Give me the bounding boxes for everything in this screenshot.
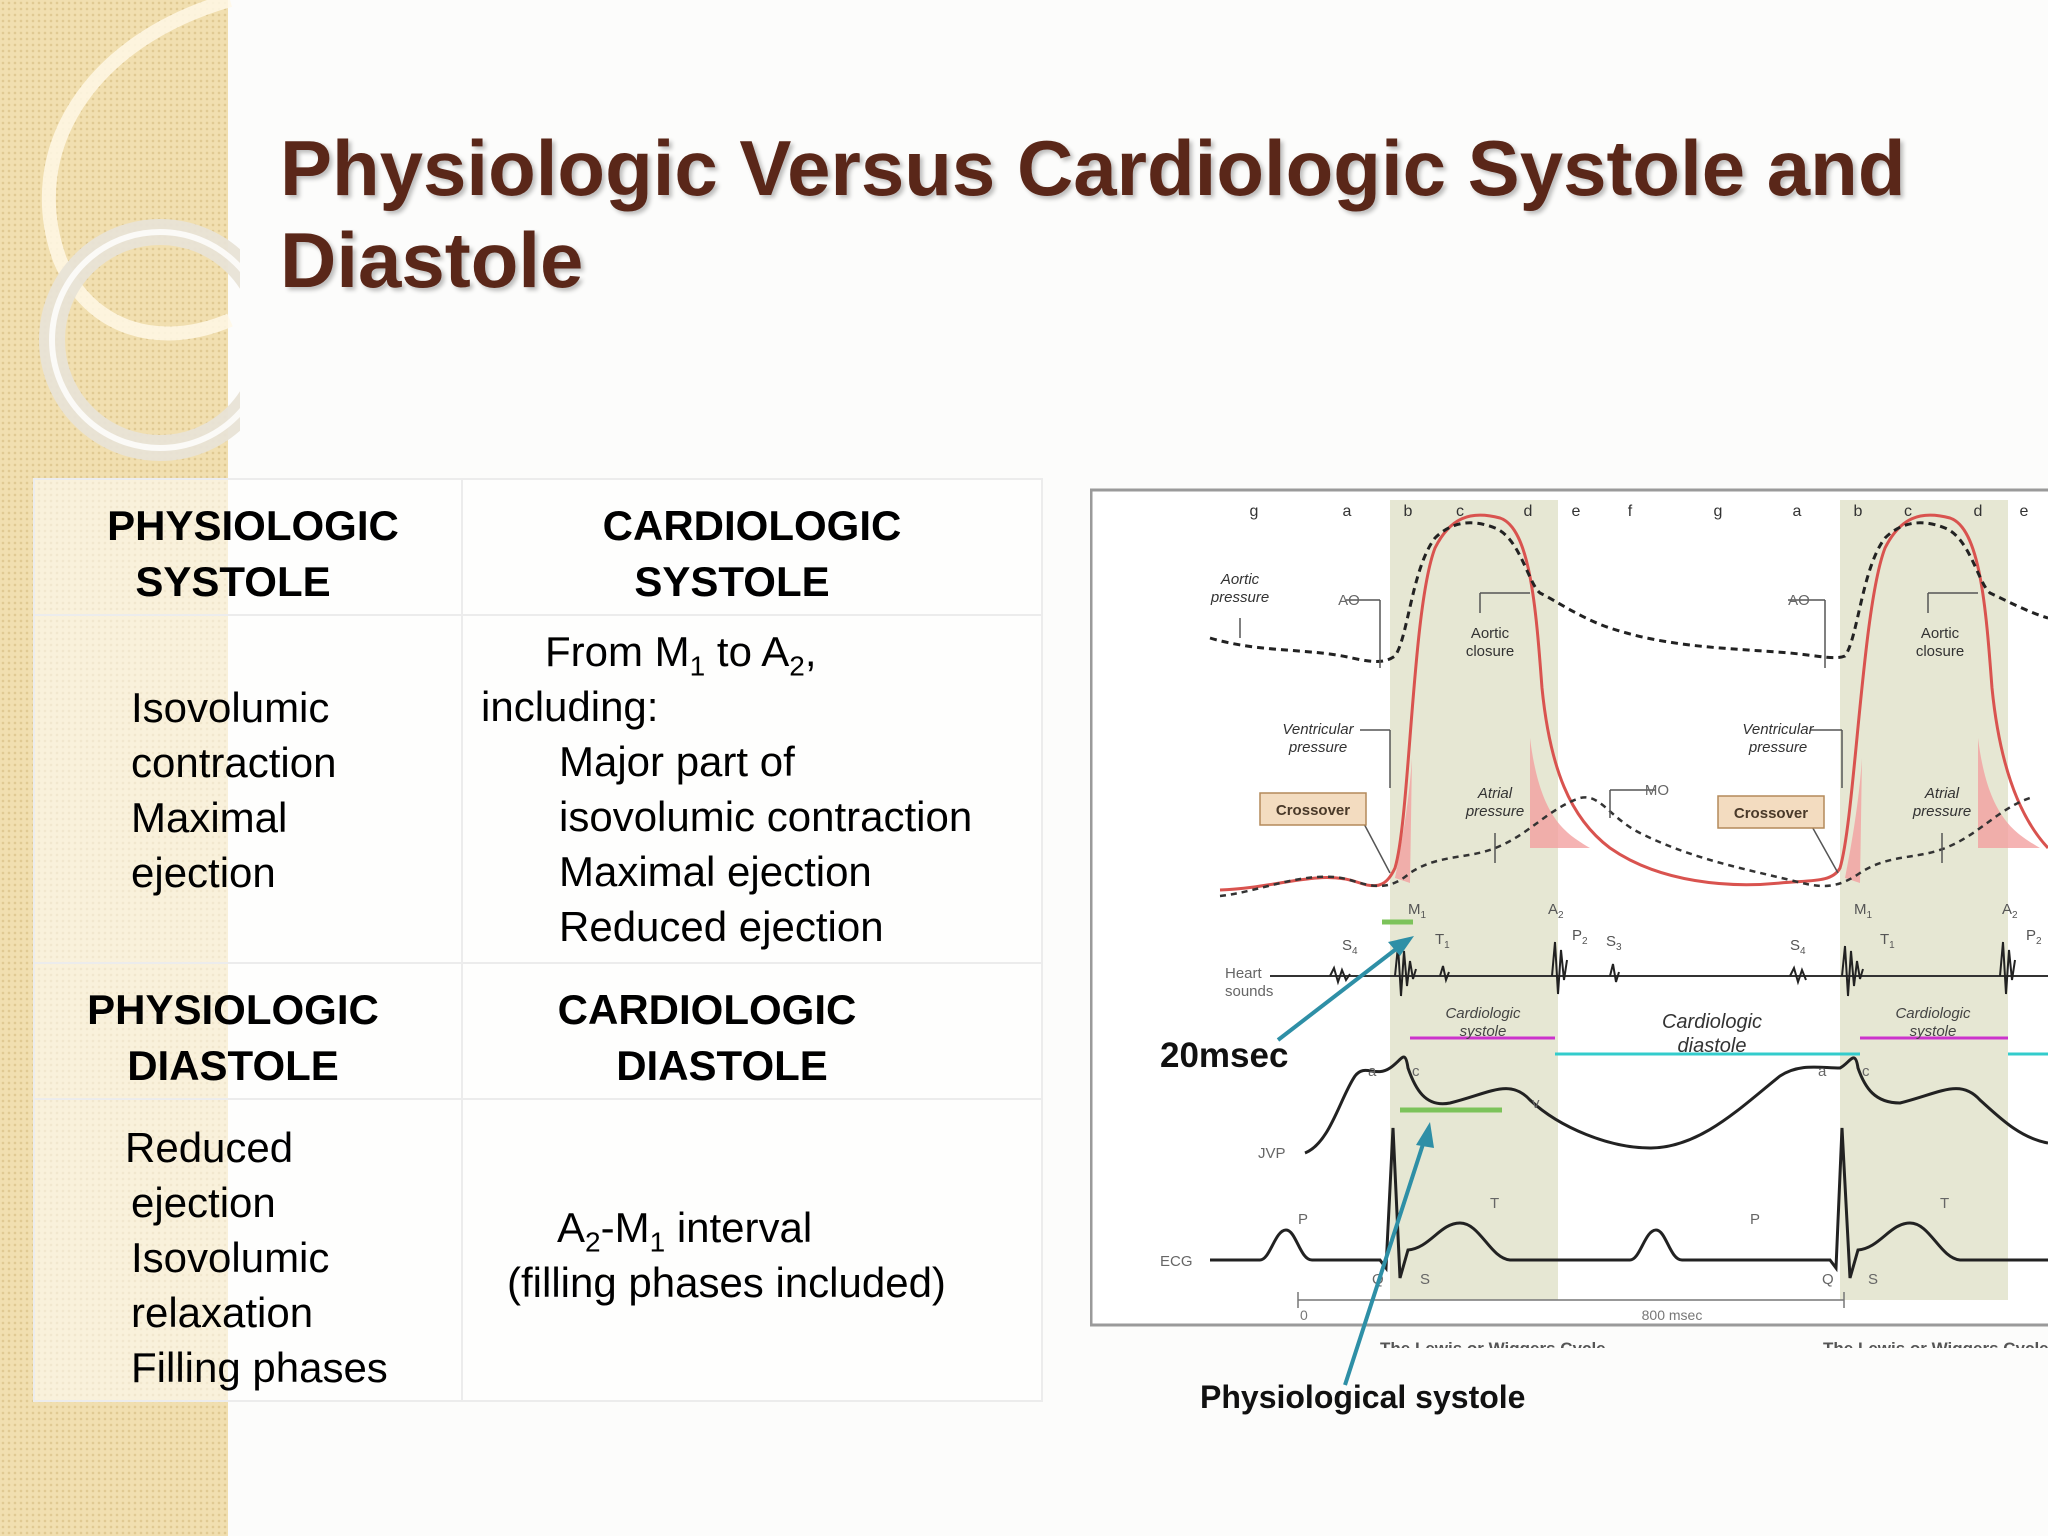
phase-letter: e bbox=[2020, 503, 2029, 520]
jvp-a-wave-2: a bbox=[1818, 1063, 1827, 1080]
table-header-row: PHYSIOLOGIC SYSTOLE CARDIOLOGIC SYSTOLE bbox=[33, 478, 1043, 616]
jvp-c-wave-2: c bbox=[1862, 1063, 1870, 1080]
systole-diastole-table: PHYSIOLOGIC SYSTOLE CARDIOLOGIC SYSTOLE … bbox=[33, 478, 1043, 1402]
phase-letter: a bbox=[1793, 503, 1802, 520]
aortic-pressure-curve bbox=[1209, 521, 2048, 663]
crossover-box-1: Crossover bbox=[1259, 792, 1367, 826]
phase-letter: a bbox=[1343, 503, 1352, 520]
ecg-q-wave-2: Q bbox=[1822, 1271, 1834, 1288]
physiologic-systole-header: PHYSIOLOGIC SYSTOLE bbox=[33, 478, 463, 616]
a2-marker-1: A2 bbox=[1548, 901, 1564, 921]
jvp-trace bbox=[1304, 1055, 2048, 1155]
ao-label-1: AO bbox=[1338, 592, 1360, 609]
heart-sound-markers: M1 T1 S4 A2 P2 S3 S4 M1 T1 A2 P2 bbox=[1342, 901, 2042, 957]
time-zero-label: 0 bbox=[1300, 1307, 1308, 1323]
crossover-box-2: Crossover bbox=[1717, 795, 1825, 829]
svg-text:Crossover: Crossover bbox=[1734, 805, 1808, 822]
phase-letter: b bbox=[1854, 503, 1863, 520]
ecg-t-wave-1: T bbox=[1490, 1195, 1499, 1212]
physiologic-systole-list: Isovolumic contraction Maximal ejection bbox=[33, 614, 463, 964]
ecg-t-wave-2: T bbox=[1940, 1195, 1949, 1212]
phase-letter: c bbox=[1456, 503, 1464, 520]
phase-letter: e bbox=[1572, 503, 1581, 520]
leader-lines bbox=[1239, 592, 1978, 874]
cardiologic-diastole-header: CARDIOLOGIC DIASTOLE bbox=[461, 962, 1043, 1100]
physiologic-diastole-header: PHYSIOLOGIC DIASTOLE bbox=[33, 962, 463, 1100]
cardiologic-diastole-text: A2-M1 interval (filling phases included) bbox=[461, 1098, 1043, 1402]
phase-letter: d bbox=[1974, 503, 1983, 520]
phase-letter: d bbox=[1524, 503, 1533, 520]
physiologic-diastole-list: Reduced ejection Isovolumic relaxation F… bbox=[33, 1098, 463, 1402]
arrow-20msec bbox=[1276, 944, 1402, 1042]
phase-letter: c bbox=[1904, 503, 1912, 520]
cardiologic-systole-header: CARDIOLOGIC SYSTOLE bbox=[461, 478, 1043, 616]
pre-ejection-fill-1 bbox=[1395, 758, 1412, 883]
table-header-row: PHYSIOLOGIC DIASTOLE CARDIOLOGIC DIASTOL… bbox=[33, 962, 1043, 1100]
table-row: Reduced ejection Isovolumic relaxation F… bbox=[33, 1098, 1043, 1402]
jvp-c-wave-1: c bbox=[1412, 1063, 1420, 1080]
p2-marker-2: P2 bbox=[2026, 927, 2042, 947]
ventricular-pressure-curve bbox=[1219, 513, 2048, 892]
a2-marker-2: A2 bbox=[2002, 901, 2018, 921]
m1-marker-1: M1 bbox=[1408, 901, 1427, 921]
svg-text:Crossover: Crossover bbox=[1276, 802, 1350, 819]
jvp-label: JVP bbox=[1258, 1145, 1286, 1162]
slide-title: Physiologic Versus Cardiologic Systole a… bbox=[280, 124, 1906, 304]
m1-marker-2: M1 bbox=[1854, 901, 1873, 921]
ecg-s-wave-1: S bbox=[1420, 1271, 1430, 1288]
arrow-physiological-systole bbox=[1343, 1137, 1427, 1386]
table-row: Isovolumic contraction Maximal ejection … bbox=[33, 614, 1043, 964]
relaxation-fill-1 bbox=[1530, 738, 1590, 848]
heart-sounds-trace bbox=[1329, 941, 2016, 997]
phase-letter: f bbox=[1628, 503, 1633, 520]
a2-m1-interval: A2-M1 interval bbox=[557, 1204, 813, 1258]
ecg-p-wave-2: P bbox=[1750, 1211, 1760, 1228]
ecg-trace bbox=[1210, 1127, 2048, 1279]
decorative-rings bbox=[39, 0, 240, 461]
s4-marker-1: S4 bbox=[1342, 937, 1358, 957]
time-scale bbox=[1297, 1292, 1845, 1308]
mo-label: MO bbox=[1645, 782, 1669, 799]
s4-marker-2: S4 bbox=[1790, 937, 1806, 957]
phase-letter: g bbox=[1250, 503, 1259, 520]
atrial-pressure-curve bbox=[1219, 796, 2031, 898]
s3-marker: S3 bbox=[1606, 933, 1622, 953]
ecg-label: ECG bbox=[1160, 1253, 1193, 1270]
arrowhead-20msec bbox=[1388, 936, 1414, 956]
relaxation-fill-2 bbox=[1978, 738, 2040, 848]
time-800-label: 800 msec bbox=[1642, 1307, 1703, 1323]
pre-ejection-fill-2 bbox=[1845, 758, 1862, 883]
ecg-s-wave-2: S bbox=[1868, 1271, 1878, 1288]
ao-label-2: AO bbox=[1788, 592, 1810, 609]
label-20msec: 20msec bbox=[1160, 1036, 1288, 1075]
ecg-p-wave-1: P bbox=[1298, 1211, 1308, 1228]
t1-marker-2: T1 bbox=[1880, 931, 1895, 951]
jvp-v-wave-1: v bbox=[1532, 1095, 1540, 1112]
m1-to-a2-line: From M1 to A2, bbox=[545, 628, 817, 682]
label-physiological-systole: Physiological systole bbox=[1200, 1379, 1525, 1415]
phase-letter: g bbox=[1714, 503, 1723, 520]
p2-marker-1: P2 bbox=[1572, 927, 1588, 947]
phase-letters: g a b c d e f g a b c d e bbox=[1250, 503, 2029, 520]
t1-marker-1: T1 bbox=[1435, 931, 1450, 951]
cardiologic-systole-list: From M1 to A2, including: Major part of … bbox=[461, 614, 1043, 964]
phase-letter: b bbox=[1404, 503, 1413, 520]
arrowhead-physiological-systole bbox=[1416, 1122, 1434, 1148]
jvp-a-wave-1: a bbox=[1368, 1063, 1377, 1080]
